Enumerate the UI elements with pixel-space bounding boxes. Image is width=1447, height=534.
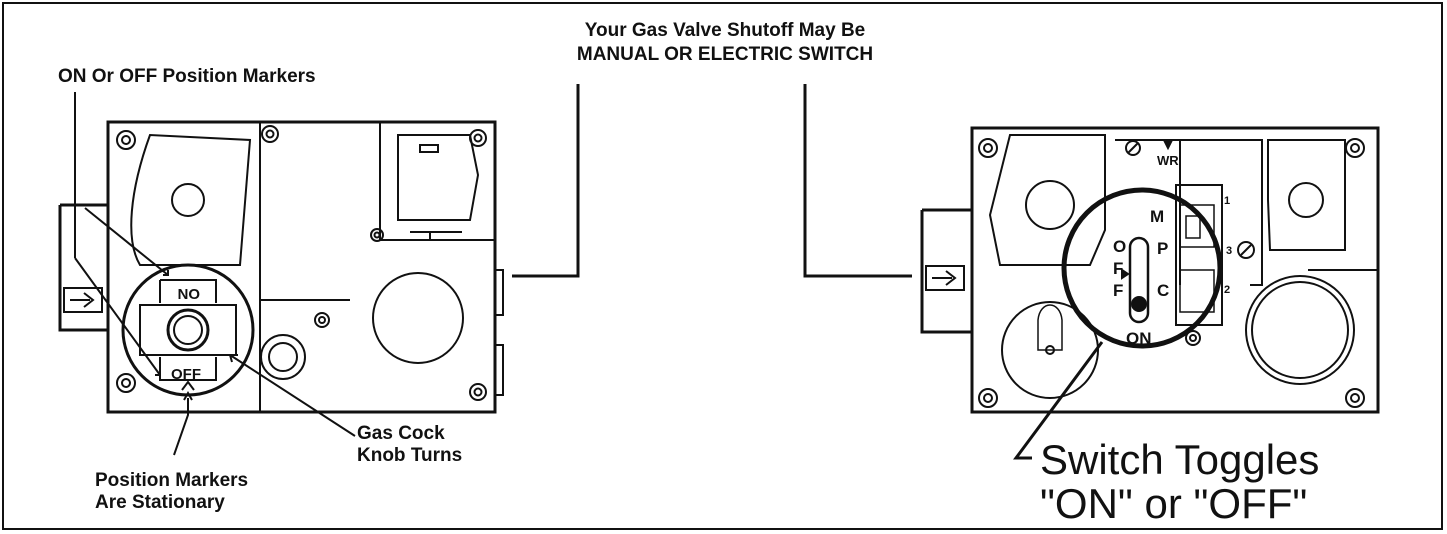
position-markers-label: ON Or OFF Position Markers — [58, 66, 316, 87]
screw-icon — [1185, 330, 1201, 346]
toggle-slot — [1128, 236, 1150, 324]
gas-cock-label-line1: Gas Cock — [357, 423, 445, 444]
terminal-3: 3 — [1226, 245, 1232, 257]
stationary-marker-icon — [181, 380, 195, 391]
port-circle — [1288, 182, 1324, 218]
zoom-circle — [1061, 187, 1223, 349]
screw-icon — [116, 373, 136, 393]
inlet-arrow-icon — [932, 270, 957, 286]
screw-icon — [469, 383, 487, 401]
port-circle — [171, 183, 205, 217]
screw-icon — [978, 138, 998, 158]
pilot-port — [260, 334, 306, 380]
screw-icon — [469, 129, 487, 147]
inlet-arrow-icon — [70, 292, 95, 308]
off-letter-f1: F — [1113, 259, 1123, 278]
dial-off-text: OFF — [171, 366, 201, 383]
gas-cock-label-line2: Knob Turns — [357, 444, 463, 466]
terminal-1: 1 — [1224, 195, 1230, 207]
screw-icon — [1345, 138, 1365, 158]
screw-icon — [1125, 140, 1141, 156]
inlet-arrow-box — [63, 287, 103, 313]
wr-arrow-icon — [1162, 139, 1174, 151]
screw-icon — [1237, 241, 1255, 259]
stationary-markers-label: Position Markers Are Stationary — [95, 470, 248, 514]
letter-m: M — [1150, 207, 1164, 226]
dial-on-text: ON — [178, 285, 201, 302]
letter-p: P — [1157, 239, 1168, 258]
wr-marker-text: WR — [1157, 153, 1179, 168]
screw-icon — [261, 125, 279, 143]
off-letter-f2: F — [1113, 281, 1123, 300]
switch-on-text: ON — [1126, 329, 1152, 348]
heading-line-2: MANUAL OR ELECTRIC SWITCH — [576, 44, 874, 65]
screw-icon — [370, 228, 384, 242]
off-letter-o: O — [1113, 237, 1126, 256]
screw-icon — [116, 130, 136, 150]
outlet-port — [1245, 275, 1355, 385]
port-circle — [1025, 180, 1075, 230]
toggle-knob-icon — [1131, 296, 1147, 312]
letter-c: C — [1157, 281, 1169, 300]
switch-label-line1: Switch Toggles — [1040, 436, 1320, 483]
manual-gas-valve — [58, 84, 580, 456]
stationary-label-line1: Position Markers — [95, 470, 249, 491]
screw-icon — [978, 388, 998, 408]
off-pointer-icon — [1121, 268, 1130, 280]
electric-gas-valve — [803, 84, 1380, 460]
gas-cock-label: Gas Cock Knob Turns — [357, 423, 462, 467]
port-circle — [1001, 301, 1099, 399]
stationary-label-line2: Are Stationary — [95, 491, 225, 513]
switch-toggles-label: Switch Toggles "ON" or "OFF" — [1040, 438, 1319, 526]
screw-icon — [1345, 388, 1365, 408]
heading-line-1: Your Gas Valve Shutoff May Be — [584, 20, 866, 41]
screw-icon — [314, 312, 330, 328]
terminal-2: 2 — [1224, 284, 1230, 296]
switch-label-line2: "ON" or "OFF" — [1040, 480, 1308, 527]
outlet-port — [372, 272, 464, 364]
